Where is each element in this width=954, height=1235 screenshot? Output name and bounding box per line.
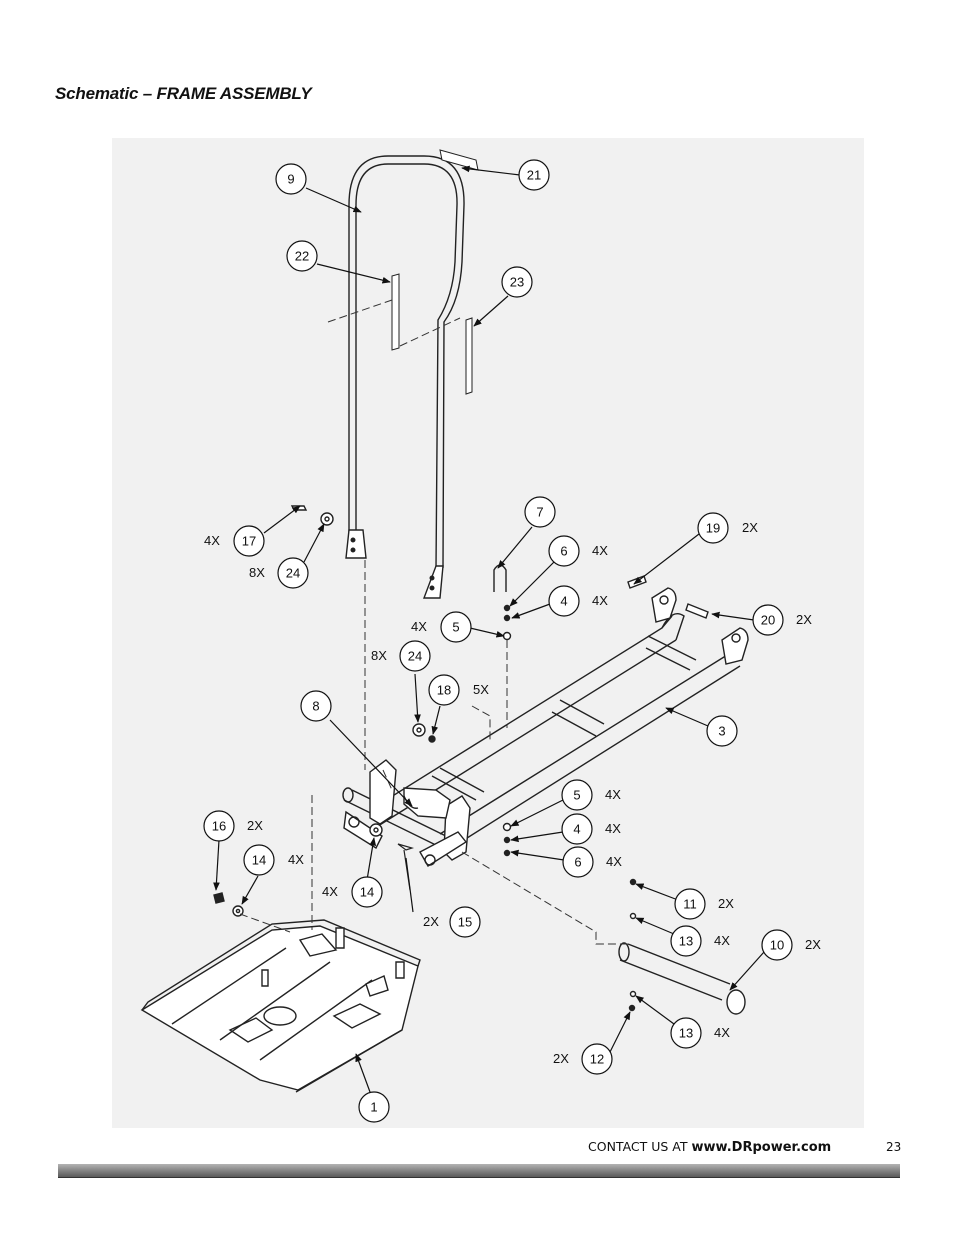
callout-number: 6 [560, 544, 567, 559]
callout-quantity: 5X [473, 682, 489, 697]
callout-quantity: 4X [606, 854, 622, 869]
callout-number: 22 [295, 249, 309, 264]
callout-circle [358, 1091, 390, 1123]
page-number: 23 [886, 1140, 902, 1154]
decal-21 [439, 149, 479, 171]
tube-10 [618, 942, 746, 1015]
callout-quantity: 4X [288, 852, 304, 867]
callout-number: 3 [718, 724, 725, 739]
callout-quantity: 2X [796, 612, 812, 627]
callout-circle [449, 906, 481, 938]
callout-quantity: 8X [249, 565, 265, 580]
callout-circle [286, 240, 318, 272]
callout-number: 20 [761, 613, 775, 628]
main-frame [342, 587, 749, 867]
callout-quantity: 2X [423, 914, 439, 929]
callout-circle [351, 876, 383, 908]
callout-circle [670, 925, 702, 957]
callout-circle [243, 844, 275, 876]
callout-quantity: 4X [592, 543, 608, 558]
callout-circle [399, 640, 431, 672]
callout-number: 7 [536, 505, 543, 520]
callout-number: 8 [312, 699, 319, 714]
base-plate [140, 919, 421, 1093]
footer-contact-prefix: CONTACT US AT [588, 1139, 688, 1154]
callout-circle [561, 779, 593, 811]
callout-quantity: 2X [742, 520, 758, 535]
decal-23 [465, 317, 473, 395]
u-bolt-7 [493, 564, 507, 592]
callout-number: 19 [706, 521, 720, 536]
callout-quantity: 4X [592, 593, 608, 608]
callout-number: 5 [452, 620, 459, 635]
callout-number: 6 [574, 855, 581, 870]
callout-circle [706, 715, 738, 747]
callout-circle [761, 929, 793, 961]
callout-number: 24 [408, 649, 422, 664]
callout-quantity: 2X [718, 896, 734, 911]
callout-circle [752, 604, 784, 636]
callout-circle [277, 557, 309, 589]
callout-circle [501, 266, 533, 298]
assembly-lines [239, 299, 628, 945]
callout-number: 16 [212, 819, 226, 834]
callout-circle [581, 1043, 613, 1075]
callout-quantity: 4X [411, 619, 427, 634]
callout-number: 18 [437, 683, 451, 698]
callout-number: 9 [287, 172, 294, 187]
callout-number: 14 [360, 885, 374, 900]
callout-quantity: 4X [714, 1025, 730, 1040]
handle-loop [345, 155, 465, 599]
callout-number: 10 [770, 938, 784, 953]
callout-circle [300, 690, 332, 722]
callout-circle [562, 846, 594, 878]
callout-number: 5 [573, 788, 580, 803]
callout-circle [203, 810, 235, 842]
callout-quantity: 4X [204, 533, 220, 548]
callout-circle [674, 888, 706, 920]
callout-circle [275, 163, 307, 195]
callout-number: 15 [458, 915, 472, 930]
callout-number: 23 [510, 275, 524, 290]
footer-divider-bar [58, 1164, 900, 1178]
callout-number: 17 [242, 534, 256, 549]
callout-number: 13 [679, 1026, 693, 1041]
decal-22 [391, 273, 400, 351]
callout-circle [518, 159, 550, 191]
callout-number: 13 [679, 934, 693, 949]
callout-number: 4 [560, 594, 567, 609]
callout-quantity: 4X [322, 884, 338, 899]
callout-number: 14 [252, 853, 266, 868]
callout-quantity: 4X [605, 821, 621, 836]
callout-circle [697, 512, 729, 544]
callout-circle [428, 674, 460, 706]
callout-circle [233, 525, 265, 557]
callout-quantity: 2X [247, 818, 263, 833]
callout-number: 1 [370, 1100, 377, 1115]
page-title: Schematic – FRAME ASSEMBLY [55, 84, 312, 103]
pin-20 [685, 603, 709, 619]
leader-arrows [213, 165, 765, 1093]
callout-quantity: 8X [371, 648, 387, 663]
callout-quantity: 4X [605, 787, 621, 802]
callout-circle [548, 535, 580, 567]
callout-circle [524, 496, 556, 528]
callout-number: 21 [527, 168, 541, 183]
callout-circle [548, 585, 580, 617]
callout-number: 12 [590, 1052, 604, 1067]
footer-contact: CONTACT US AT www.DRpower.com [588, 1139, 831, 1155]
footer-website-link[interactable]: www.DRpower.com [691, 1140, 832, 1155]
callout-quantity: 2X [553, 1051, 569, 1066]
callout-number: 24 [286, 566, 300, 581]
callout-circle [670, 1017, 702, 1049]
callout-circle [440, 611, 472, 643]
callout-number: 11 [683, 897, 697, 912]
callout-circle [561, 813, 593, 845]
callout-quantity: 2X [805, 937, 821, 952]
parts-drawing [140, 149, 749, 1093]
callout-number: 4 [573, 822, 580, 837]
callout-quantity: 4X [714, 933, 730, 948]
